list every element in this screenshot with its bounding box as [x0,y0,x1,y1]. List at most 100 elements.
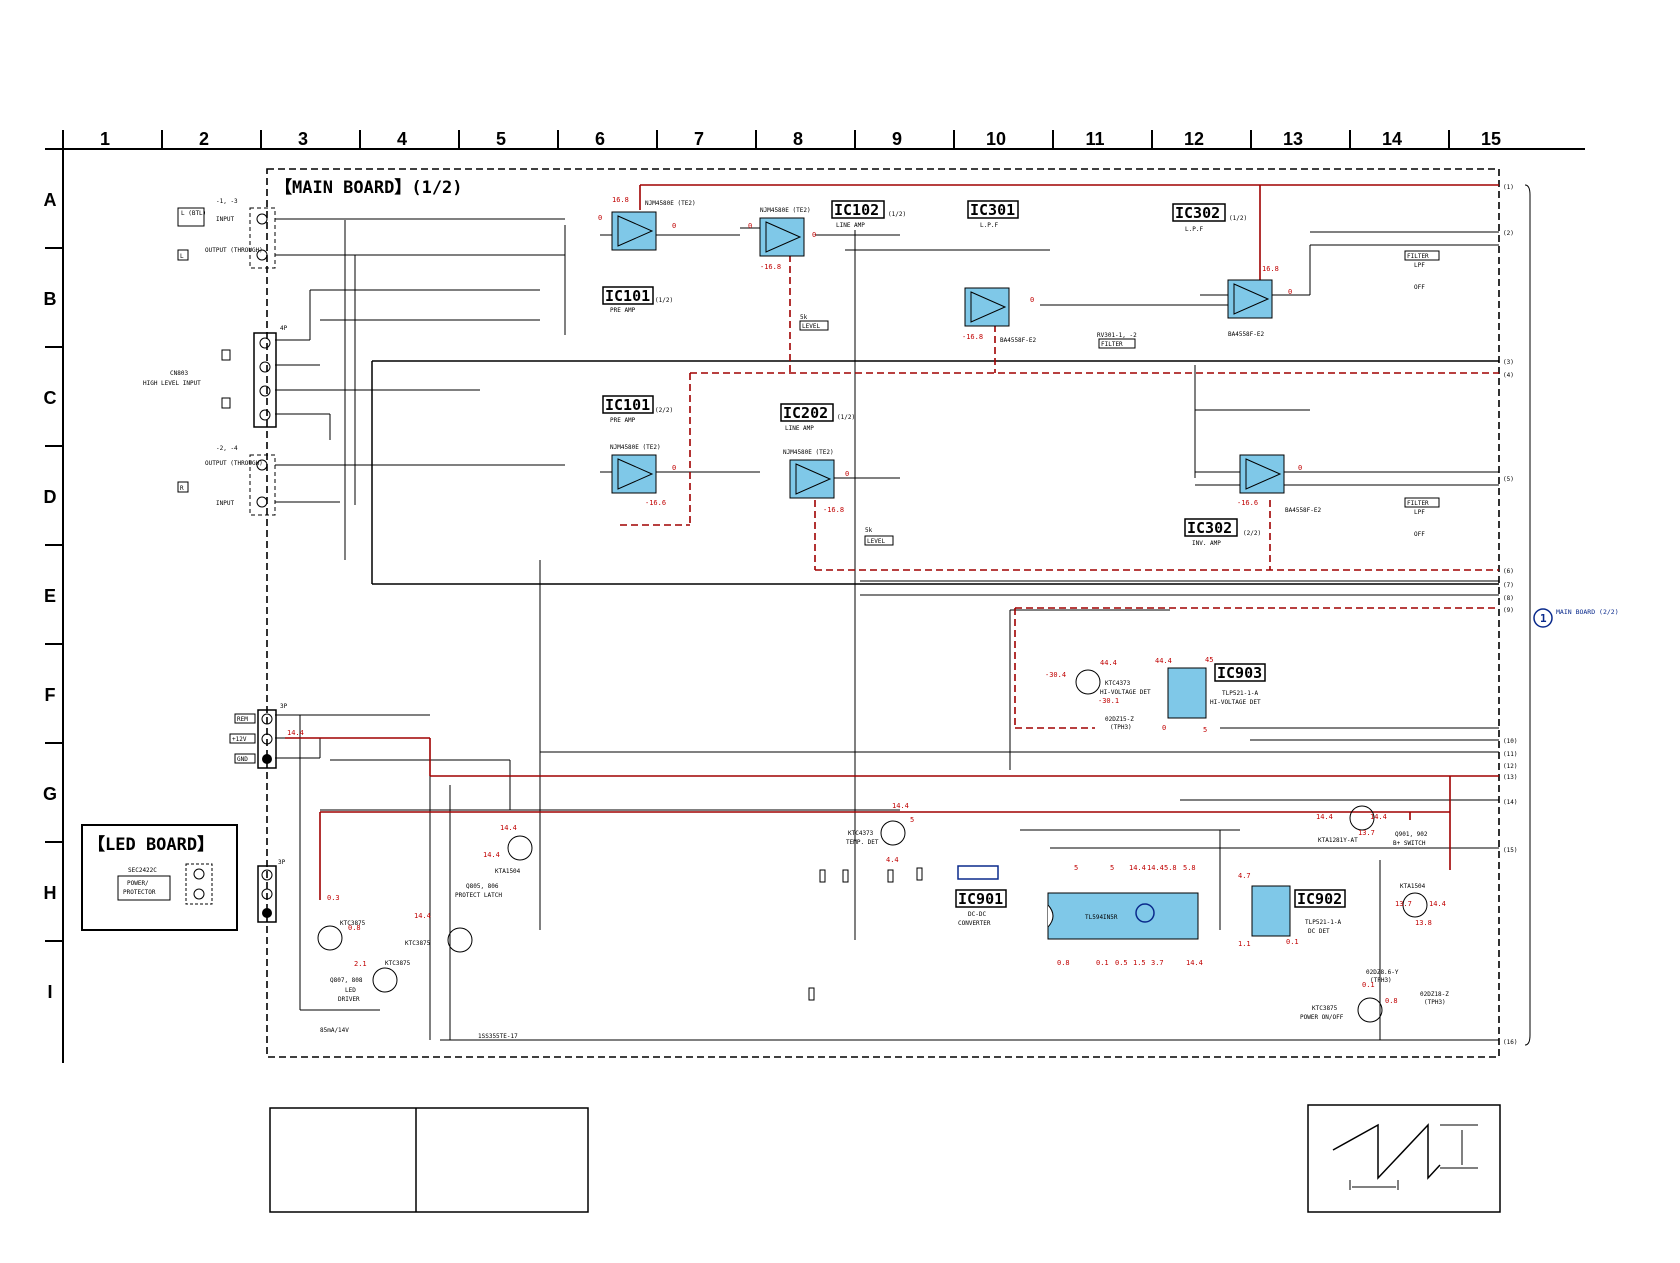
svg-text:(9): (9) [1503,607,1514,614]
svg-text:KTC4373: KTC4373 [1105,680,1131,687]
svg-text:1SS355TE-17: 1SS355TE-17 [478,1033,518,1040]
svg-text:-1, -3: -1, -3 [216,198,238,205]
svg-text:(14): (14) [1503,799,1517,806]
svg-text:IC101: IC101 [605,396,650,414]
svg-text:IC302: IC302 [1187,519,1232,537]
svg-text:14.4: 14.4 [287,729,304,737]
svg-text:(TPH3): (TPH3) [1370,977,1392,984]
svg-text:L: L [180,253,184,260]
svg-text:14.4: 14.4 [1370,813,1387,821]
svg-text:OUTPUT (THROUGH): OUTPUT (THROUGH) [205,247,263,254]
svg-text:FILTER: FILTER [1407,500,1429,507]
svg-text:HI-VOLTAGE DET: HI-VOLTAGE DET [1210,699,1261,706]
svg-text:0.1: 0.1 [1286,938,1299,946]
svg-text:44.4: 44.4 [1100,659,1117,667]
ic903: IC903 TLP521-1-A HI-VOLTAGE DET [1167,663,1266,719]
grid-column-label: 4 [397,129,407,149]
grid-column-label: 5 [496,129,506,149]
svg-text:IC902: IC902 [1297,890,1342,908]
svg-text:IC101: IC101 [605,287,650,305]
svg-text:NJM4580E (TE2): NJM4580E (TE2) [645,200,696,207]
svg-text:Q805, 806: Q805, 806 [466,883,499,890]
ic901-marker-icon [1135,903,1155,923]
svg-text:PRE AMP: PRE AMP [610,417,636,424]
svg-text:13.7: 13.7 [1395,900,1412,908]
svg-text:14.4: 14.4 [414,912,431,920]
svg-text:L (BTL): L (BTL) [181,210,206,217]
svg-text:HI-VOLTAGE DET: HI-VOLTAGE DET [1100,689,1151,696]
grid-column-label: 8 [793,129,803,149]
grid-row-label: A [44,190,57,210]
svg-text:FILTER: FILTER [1407,253,1429,260]
svg-text:NJM4580E (TE2): NJM4580E (TE2) [760,207,811,214]
svg-text:(1/2): (1/2) [1229,215,1247,222]
transistor-labels: KTA1504 Q805, 806 PROTECT LATCH KTC3875 … [320,680,1449,1040]
svg-text:(TPH3): (TPH3) [1110,724,1132,731]
svg-text:0: 0 [598,214,602,222]
svg-text:(1/2): (1/2) [655,297,673,304]
svg-text:-16.8: -16.8 [823,506,844,514]
svg-text:14.4: 14.4 [1129,864,1146,872]
main-board-ref-label: MAIN BOARD (2/2) [1556,608,1619,616]
svg-text:5k: 5k [800,314,808,321]
main-board-ref-circle [1533,608,1553,628]
grid-column-label: 12 [1184,129,1204,149]
svg-text:0: 0 [1298,464,1302,472]
voltage-annotations: 16.8 16.8 -16.8 -16.8 -16.8 -16.6 -16.6 … [287,196,1446,1005]
main-board-frame [266,168,1500,1058]
signal-lines [275,218,1499,1041]
svg-text:(13): (13) [1503,774,1517,781]
diode-group [808,867,923,1001]
grid-column-label: 15 [1481,129,1501,149]
svg-text:KTC3875: KTC3875 [385,960,411,967]
svg-text:3P: 3P [278,859,286,866]
svg-text:IC302: IC302 [1175,204,1220,222]
svg-text:IC202: IC202 [783,404,828,422]
opamp-ic302-b: BA4558F-E2 IC302 (2/2) INV. AMP [1184,454,1322,547]
svg-text:BA4558F-E2: BA4558F-E2 [1228,331,1265,338]
opamp-ic102: NJM4580E (TE2) IC102 (1/2) LINE AMP [759,200,906,257]
ic901-pin-voltages: 5 5 14.4 14.4 5.8 5.8 0.8 0.1 0.5 1.5 3.… [1057,864,1203,967]
svg-text:5: 5 [910,816,914,824]
svg-text:PROTECT LATCH: PROTECT LATCH [455,892,502,899]
svg-text:0.8: 0.8 [348,924,361,932]
svg-text:LINE AMP: LINE AMP [785,425,814,432]
svg-text:(4): (4) [1503,372,1514,379]
svg-text:4.4: 4.4 [886,856,899,864]
svg-text:0: 0 [672,464,676,472]
svg-text:-16.6: -16.6 [1237,499,1258,507]
ic902: IC902 TLP521-1-A DC DET [1251,885,1346,937]
red-power-lines [285,184,1499,900]
power-rails [371,360,1499,585]
svg-text:+12V: +12V [232,736,247,743]
grid-column-label: 13 [1283,129,1303,149]
grid-column-label: 14 [1382,129,1402,149]
svg-text:(2/2): (2/2) [1243,530,1261,537]
svg-text:02DZ8.6-Y: 02DZ8.6-Y [1366,969,1399,976]
svg-text:14.4: 14.4 [1429,900,1446,908]
svg-text:5: 5 [1074,864,1078,872]
svg-text:DC DET: DC DET [1308,928,1330,935]
level-controls: 5k LEVEL 5k LEVEL [799,314,894,546]
svg-text:0: 0 [1288,288,1292,296]
grid-column-label: 2 [199,129,209,149]
led-board-title: 【LED BOARD】 [88,834,214,855]
grid-row-label: B [44,289,57,309]
svg-text:KTC3875: KTC3875 [1312,1005,1338,1012]
svg-text:OFF: OFF [1414,284,1425,291]
svg-text:PRE AMP: PRE AMP [610,307,636,314]
svg-text:IC901: IC901 [958,890,1003,908]
svg-text:14.4: 14.4 [1186,959,1203,967]
svg-text:16.8: 16.8 [612,196,629,204]
svg-text:NJM4580E (TE2): NJM4580E (TE2) [783,449,834,456]
svg-text:13.8: 13.8 [1415,919,1432,927]
svg-text:(1/2): (1/2) [837,414,855,421]
svg-text:(2): (2) [1503,230,1514,237]
grid-row-label: C [44,388,57,408]
svg-text:02DZ18-Z: 02DZ18-Z [1420,991,1449,998]
svg-text:REM: REM [237,716,248,723]
main-board-ref-number: 1 [1540,612,1547,625]
svg-text:-16.8: -16.8 [962,333,983,341]
svg-text:0: 0 [812,231,816,239]
